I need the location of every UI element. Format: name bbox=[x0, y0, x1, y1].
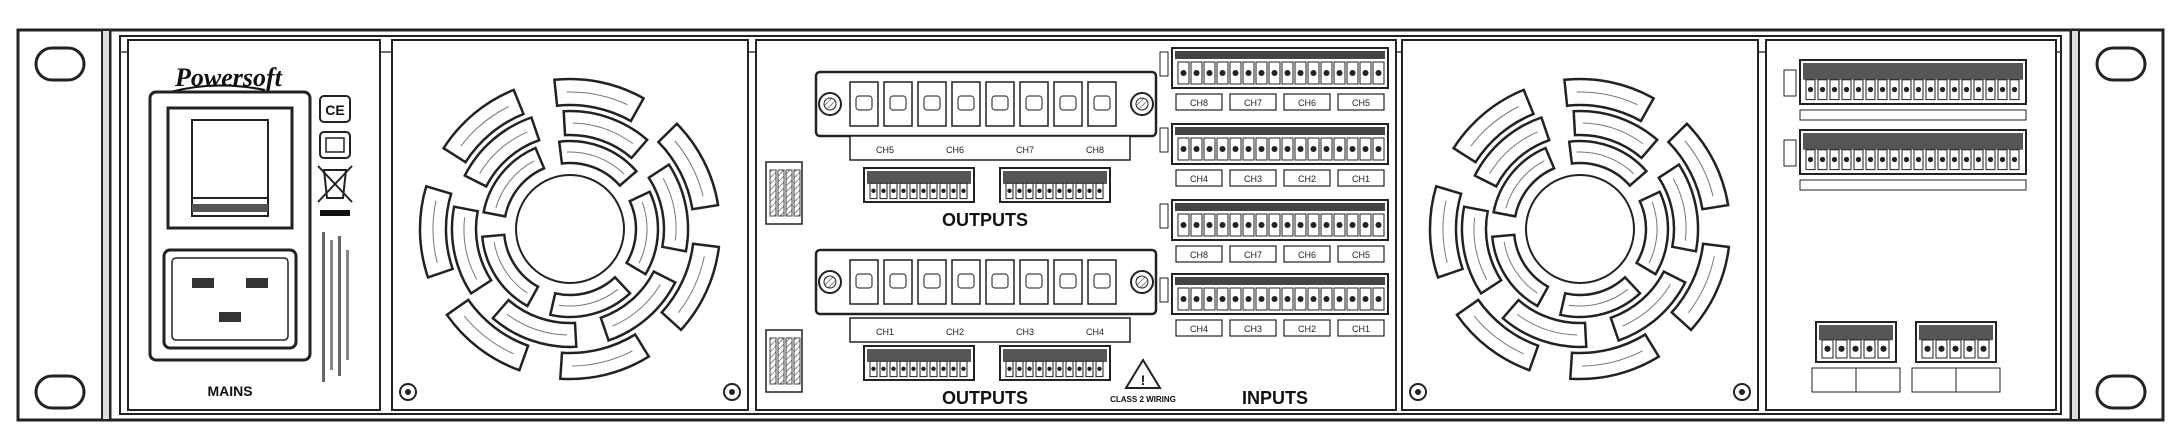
rack-ear-hole-icon bbox=[34, 46, 86, 82]
output-channel-label: CH1 bbox=[876, 327, 894, 337]
inputs-label: INPUTS bbox=[1242, 388, 1308, 408]
input-channel-label: CH6 bbox=[1298, 98, 1316, 108]
outputs-label-top: OUTPUTS bbox=[942, 210, 1028, 230]
certification-icon bbox=[319, 131, 351, 159]
dip-switch-block[interactable] bbox=[765, 329, 803, 393]
rack-ear-hole-icon bbox=[2095, 46, 2147, 82]
output-terminal-strip[interactable] bbox=[814, 248, 1158, 316]
input-channel-label: CH4 bbox=[1190, 174, 1208, 184]
gpio-connectors[interactable] bbox=[1811, 321, 2001, 393]
input-channel-label: CH3 bbox=[1244, 324, 1262, 334]
control-section bbox=[1765, 39, 2057, 411]
mains-inlet[interactable] bbox=[162, 248, 298, 350]
left-rack-ear bbox=[16, 28, 112, 422]
input-channel-label: CH7 bbox=[1244, 250, 1262, 260]
output-channel-label: CH5 bbox=[876, 145, 894, 155]
io-section: CH5 CH6 CH7 CH8 CH1 CH2 CH3 CH4 OUTPUTS … bbox=[755, 39, 1397, 411]
outputs-label-bottom: OUTPUTS bbox=[942, 388, 1028, 408]
input-channel-label: CH1 bbox=[1352, 174, 1370, 184]
input-channel-label: CH8 bbox=[1190, 98, 1208, 108]
output-channel-label: CH8 bbox=[1086, 145, 1104, 155]
mains-section: Powersoft MAINS CE bbox=[127, 39, 381, 411]
svg-text:!: ! bbox=[1141, 372, 1146, 388]
output-channel-label: CH3 bbox=[1016, 327, 1034, 337]
cooling-fan-icon bbox=[1401, 39, 1759, 411]
input-channel-label: CH6 bbox=[1298, 250, 1316, 260]
cooling-fan-icon bbox=[391, 39, 749, 411]
output-channel-row-bottom: CH1 CH2 CH3 CH4 bbox=[849, 317, 1131, 343]
rating-text-block bbox=[322, 232, 349, 382]
input-channel-label: CH5 bbox=[1352, 250, 1370, 260]
warning-triangle-icon: ! bbox=[1124, 358, 1162, 389]
output-channel-label: CH7 bbox=[1016, 145, 1034, 155]
output-euroblocks[interactable] bbox=[863, 167, 1111, 381]
output-channel-label: CH2 bbox=[946, 327, 964, 337]
control-euroblocks[interactable] bbox=[1783, 59, 2027, 191]
input-channel-label: CH2 bbox=[1298, 324, 1316, 334]
output-channel-label: CH6 bbox=[946, 145, 964, 155]
output-channel-row-top: CH5 CH6 CH7 CH8 bbox=[849, 135, 1131, 161]
input-channel-label: CH5 bbox=[1352, 98, 1370, 108]
mains-label: MAINS bbox=[207, 383, 252, 399]
rack-ear-hole-icon bbox=[34, 374, 86, 410]
input-channel-label: CH7 bbox=[1244, 98, 1262, 108]
input-channel-label: CH3 bbox=[1244, 174, 1262, 184]
input-channel-label: CH4 bbox=[1190, 324, 1208, 334]
right-rack-ear bbox=[2069, 28, 2165, 422]
input-channel-label: CH8 bbox=[1190, 250, 1208, 260]
rack-ear-hole-icon bbox=[2095, 374, 2147, 410]
input-channel-label: CH2 bbox=[1298, 174, 1316, 184]
input-channel-label: CH1 bbox=[1352, 324, 1370, 334]
weee-bin-icon bbox=[317, 165, 353, 216]
dip-switch-block[interactable] bbox=[765, 161, 803, 225]
svg-text:CE: CE bbox=[325, 102, 344, 118]
ce-mark-icon: CE bbox=[319, 95, 351, 123]
output-terminal-strip[interactable] bbox=[814, 70, 1158, 138]
class2-label: CLASS 2 WIRING bbox=[1110, 395, 1176, 404]
output-channel-label: CH4 bbox=[1086, 327, 1104, 337]
